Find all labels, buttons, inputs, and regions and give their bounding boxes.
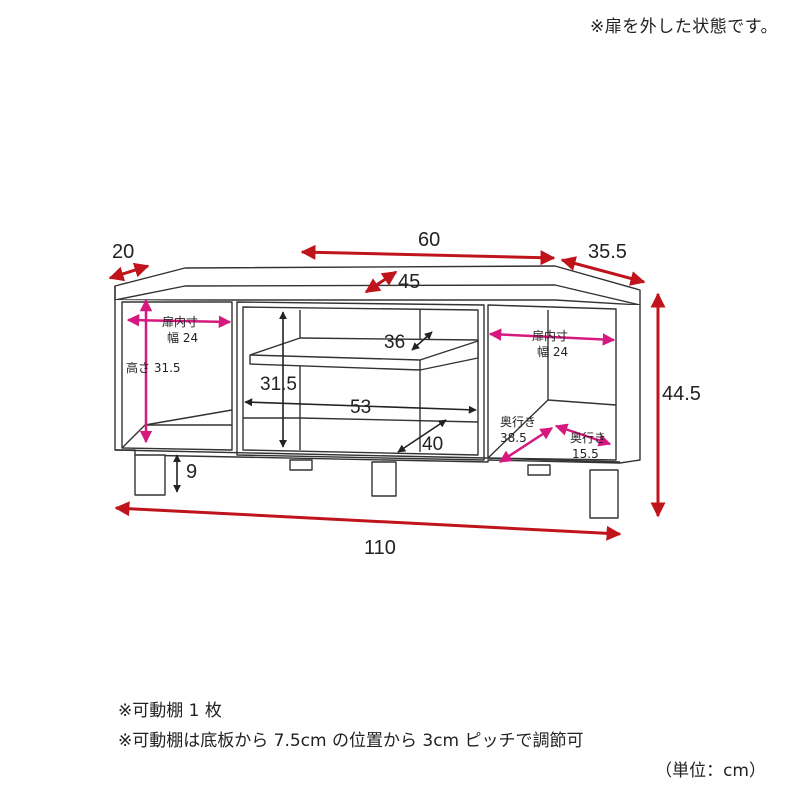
label-inner-width: 53 (350, 397, 371, 418)
note-movable-shelf: ※可動棚 1 枚 (118, 701, 222, 721)
label-total-height: 44.5 (662, 383, 701, 405)
arrow-inner-width (244, 398, 477, 414)
right-depth1-value: 38.5 (500, 431, 527, 445)
right-depth2-value: 15.5 (572, 447, 599, 461)
unit-note: （単位：cm） (655, 761, 766, 781)
arrow-inner-depth (397, 419, 447, 453)
label-inner-depth: 40 (422, 434, 443, 455)
top-note: ※扉を外した状態です。 (589, 17, 778, 37)
bottom-notes: ※可動棚 1 枚 ※可動棚は底板から 7.5cm の位置から 3cm ピッチで調… (118, 696, 584, 756)
label-shelf-width: 36 (384, 332, 405, 353)
right-door-inner-label: 扉内寸 (532, 329, 568, 343)
red-dimension-arrows (108, 244, 666, 541)
arrow-right-door-width (488, 328, 616, 346)
label-left-depth: 20 (112, 241, 134, 263)
label-top-width: 60 (418, 229, 440, 251)
arrow-right-depth-385 (498, 426, 554, 464)
right-depth2-label: 奥行き (570, 431, 606, 445)
label-leg-height: 9 (186, 461, 197, 483)
black-inner-arrows (173, 311, 477, 493)
arrow-top-width (300, 244, 556, 266)
label-total-width: 110 (364, 537, 396, 559)
arrow-left-depth (108, 262, 150, 282)
arrow-total-width (114, 501, 622, 541)
left-height-label: 高さ 31.5 (126, 360, 181, 375)
magenta-inner-arrows (126, 298, 616, 464)
right-door-width-label: 幅 24 (537, 344, 568, 359)
arrow-right-depth-155 (554, 423, 612, 447)
label-right-depth: 35.5 (588, 241, 627, 263)
arrow-shelf-depth (411, 331, 433, 351)
left-door-width-label: 幅 24 (167, 330, 198, 345)
label-center-depth: 45 (398, 271, 420, 293)
arrow-right-depth (560, 256, 646, 286)
arrow-center-depth (364, 270, 398, 294)
right-depth1-label: 奥行き (500, 415, 536, 429)
left-door-inner-label: 扉内寸 (162, 315, 198, 329)
note-shelf-adjust: ※可動棚は底板から 7.5cm の位置から 3cm ピッチで調節可 (118, 731, 584, 751)
label-inner-height: 31.5 (260, 374, 297, 395)
